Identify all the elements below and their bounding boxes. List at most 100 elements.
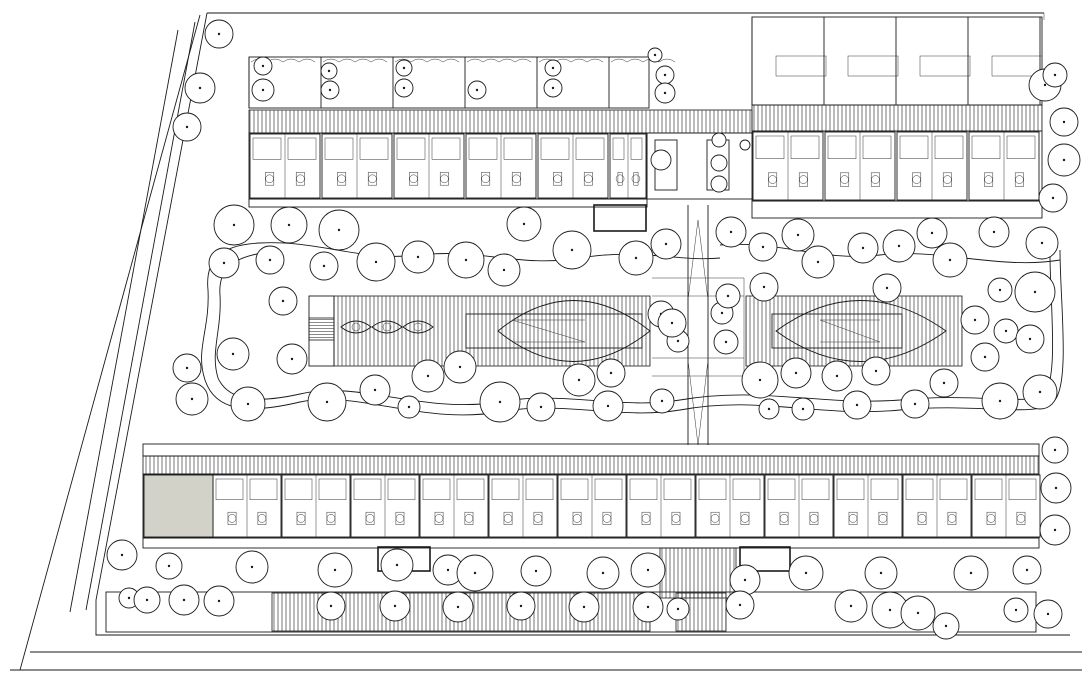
tree-trunk	[290, 357, 294, 361]
tree-trunk	[145, 598, 149, 602]
tree-trunk	[281, 299, 285, 303]
tree-trunk	[969, 571, 973, 575]
south-unit	[764, 474, 834, 538]
south-unit	[557, 474, 627, 538]
tree-trunk	[916, 611, 920, 615]
tree-trunk	[325, 400, 329, 404]
north-unit	[465, 133, 537, 199]
tree-trunk	[998, 399, 1002, 403]
tree-trunk	[167, 564, 171, 568]
tree-trunk	[539, 405, 543, 409]
tree-trunk	[198, 86, 202, 90]
tree-trunk	[395, 563, 399, 567]
tree-trunk	[519, 604, 523, 608]
tree-trunk	[217, 32, 221, 36]
tree-trunk	[609, 371, 613, 375]
south-unit	[488, 474, 558, 538]
tree-trunk	[402, 66, 406, 70]
tree-trunk	[402, 86, 406, 90]
tree-trunk	[1040, 241, 1044, 245]
tree-trunk	[231, 352, 235, 356]
tree-trunk	[606, 404, 610, 408]
south-unit	[281, 474, 351, 538]
tree-trunk	[762, 285, 766, 289]
tree-trunk	[676, 607, 680, 611]
tree-trunk	[1053, 73, 1057, 77]
tree-trunk	[250, 565, 254, 569]
tree-trunk	[660, 399, 664, 403]
north-unit	[321, 133, 393, 199]
tree-trunk	[1053, 528, 1057, 532]
highlighted-unit	[143, 474, 214, 538]
tree-trunk	[416, 255, 420, 259]
tree-trunk	[948, 258, 952, 262]
tree-trunk	[246, 402, 250, 406]
tree-trunk	[767, 407, 771, 411]
tree-trunk	[1025, 568, 1029, 572]
tree-trunk	[190, 397, 194, 401]
ornament	[402, 320, 434, 334]
tree-trunk	[522, 222, 526, 226]
tree-trunk	[464, 258, 468, 262]
tree-trunk	[1046, 612, 1050, 616]
tree-trunk	[473, 571, 477, 575]
south-unit	[419, 474, 489, 538]
hedge	[610, 58, 676, 63]
tree-trunk	[634, 256, 638, 260]
tree-trunk	[327, 69, 331, 73]
south-unit	[902, 474, 972, 538]
tree-trunk	[816, 260, 820, 264]
hedge	[394, 58, 460, 63]
tree-trunk	[1043, 83, 1047, 87]
tree-trunk	[570, 248, 574, 252]
tree-trunk	[182, 598, 186, 602]
tree-trunk	[261, 64, 265, 68]
tree-trunk	[217, 599, 221, 603]
tree-trunk	[1028, 337, 1032, 341]
tree-trunk	[333, 568, 337, 572]
trees	[106, 19, 1081, 640]
tree-trunk	[185, 366, 189, 370]
tree-trunk	[653, 53, 657, 57]
tree-trunk	[861, 246, 865, 250]
tree-trunk	[942, 381, 946, 385]
north-unit	[249, 133, 321, 199]
tree-trunk	[998, 288, 1002, 292]
east-unit	[824, 131, 896, 201]
tree-trunk	[337, 228, 341, 232]
tree-trunk	[646, 568, 650, 572]
south-unit	[212, 474, 282, 538]
tree-trunk	[373, 388, 377, 392]
tree-trunk	[1062, 120, 1066, 124]
tree-trunk	[758, 378, 762, 382]
tree-trunk	[796, 233, 800, 237]
tree-trunk	[222, 261, 226, 265]
tree-trunk	[601, 571, 605, 575]
tree-trunk	[1038, 390, 1042, 394]
pool-east	[775, 300, 947, 362]
tree-trunk	[1054, 486, 1058, 490]
east-row-houses	[751, 16, 1043, 219]
tree-trunk	[534, 569, 538, 573]
tree-trunk	[664, 242, 668, 246]
south-unit	[695, 474, 765, 538]
north-unit	[609, 133, 647, 199]
tree-trunk	[944, 624, 948, 628]
terrace	[775, 55, 827, 77]
tree-trunk	[426, 374, 430, 378]
ornament	[371, 320, 403, 334]
north-row-houses	[248, 56, 754, 232]
tree-trunk	[804, 571, 808, 575]
tree-trunk	[885, 286, 889, 290]
tree-trunk	[874, 369, 878, 373]
tree-trunk	[475, 88, 479, 92]
terrace	[991, 55, 1043, 77]
tree-trunk	[983, 355, 987, 359]
tree-trunk	[232, 223, 236, 227]
hedge	[322, 58, 388, 63]
tree-trunk	[913, 402, 917, 406]
tree-trunk	[888, 608, 892, 612]
south-unit	[350, 474, 420, 538]
tree-trunk	[127, 596, 131, 600]
